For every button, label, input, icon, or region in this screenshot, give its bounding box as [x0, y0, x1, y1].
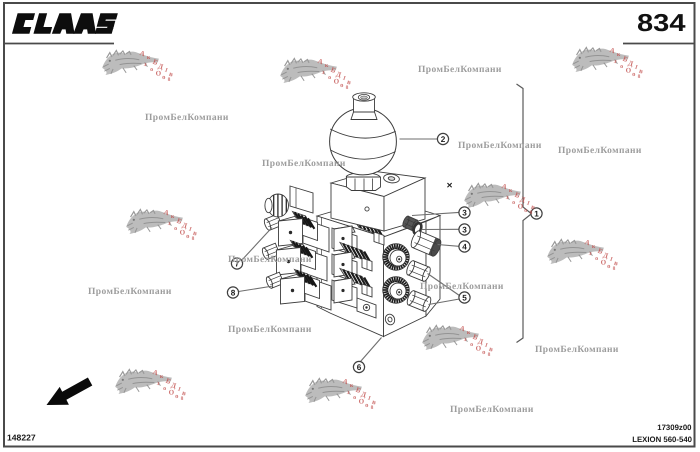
svg-text:ПромБелКомпани: ПромБелКомпани — [145, 113, 229, 123]
svg-text:6: 6 — [357, 363, 362, 372]
svg-text:3: 3 — [462, 208, 467, 217]
svg-text:ПромБелКомпани: ПромБелКомпани — [450, 405, 534, 415]
svg-text:ПромБелКомпани: ПромБелКомпани — [262, 159, 346, 169]
svg-text:ПромБелКомпани: ПромБелКомпани — [228, 325, 312, 335]
svg-text:17309z00: 17309z00 — [657, 423, 692, 432]
svg-text:ПромБелКомпани: ПромБелКомпани — [420, 282, 504, 292]
svg-text:ПромБелКомпани: ПромБелКомпани — [558, 146, 642, 156]
svg-text:5: 5 — [462, 293, 467, 302]
svg-text:148227: 148227 — [7, 433, 36, 443]
svg-text:3: 3 — [462, 225, 467, 234]
svg-text:ПромБелКомпани: ПромБелКомпани — [418, 65, 502, 75]
svg-text:ПромБелКомпани: ПромБелКомпани — [535, 345, 619, 355]
svg-text:834: 834 — [637, 10, 686, 37]
svg-text:1: 1 — [534, 209, 539, 218]
svg-text:8: 8 — [231, 288, 236, 297]
svg-text:LEXION 560-540: LEXION 560-540 — [632, 435, 692, 444]
svg-text:2: 2 — [441, 135, 446, 144]
svg-text:ПромБелКомпани: ПромБелКомпани — [88, 287, 172, 297]
svg-text:×: × — [447, 181, 453, 192]
svg-text:7: 7 — [235, 259, 240, 268]
svg-text:ПромБелКомпани: ПромБелКомпани — [458, 141, 542, 151]
svg-text:4: 4 — [462, 242, 467, 251]
svg-text:ПромБелКомпани: ПромБелКомпани — [228, 255, 312, 265]
